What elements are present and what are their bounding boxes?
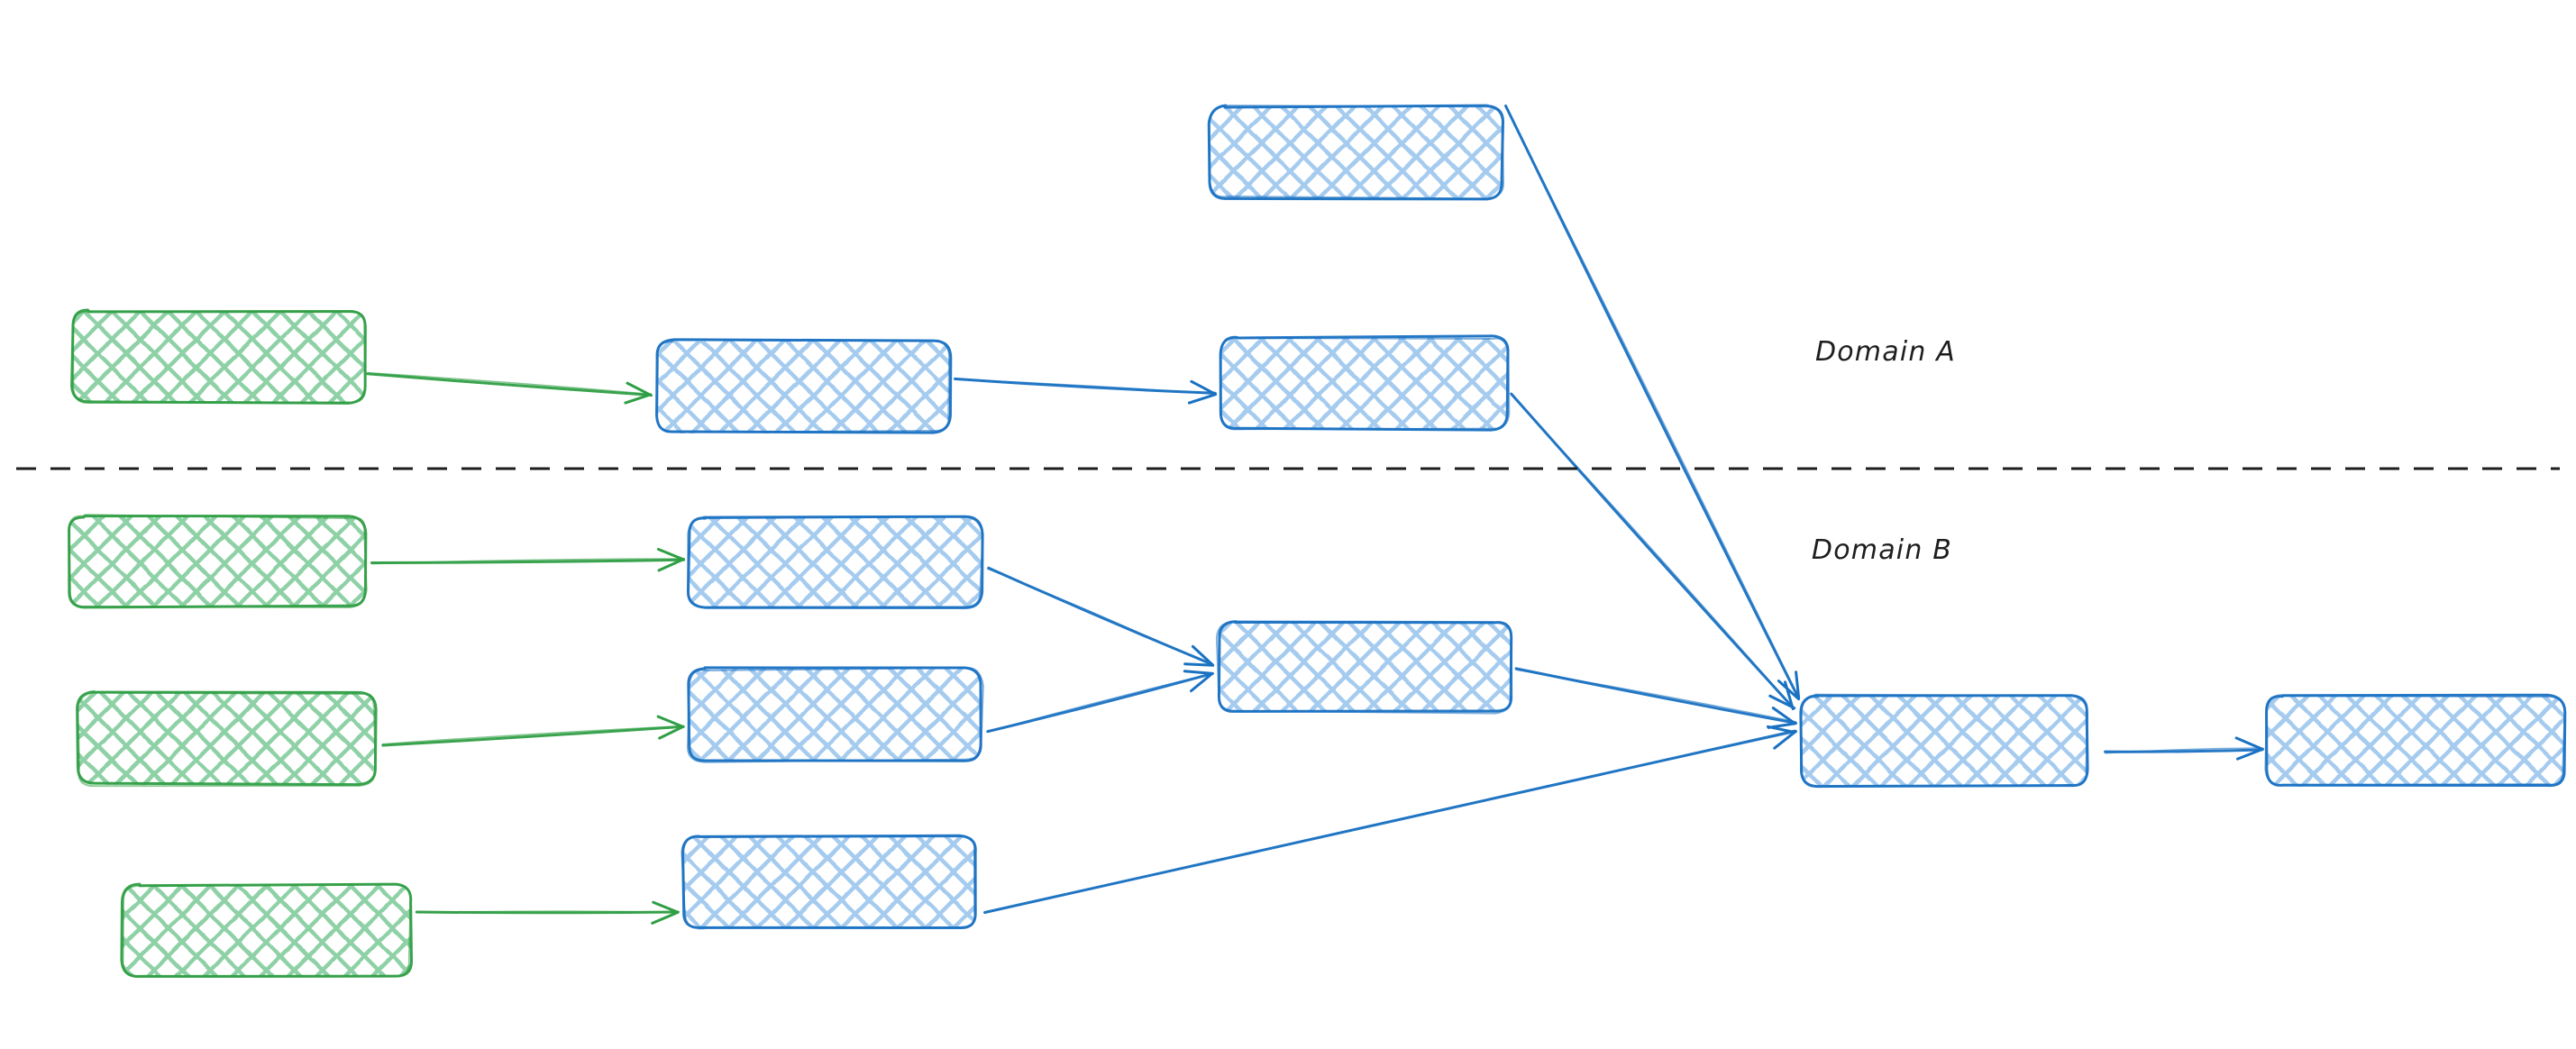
node-fill	[1220, 336, 1509, 430]
node-outline	[2264, 694, 2566, 787]
node-outline	[687, 515, 984, 608]
node-outline	[1800, 693, 2089, 788]
domain-label-domain-a: Domain A	[1815, 336, 1956, 368]
node-fill	[688, 517, 982, 608]
diagram-edge[interactable]	[366, 371, 653, 405]
diagram-node[interactable]	[68, 514, 368, 609]
edge-arrowhead	[1795, 670, 1801, 700]
edge-arrowhead	[658, 725, 685, 740]
node-fill	[1219, 621, 1512, 713]
diagram-node[interactable]	[1215, 620, 1513, 715]
edge-line	[366, 372, 653, 397]
edge-arrowhead	[626, 381, 653, 397]
node-fill	[69, 515, 367, 607]
node-outline	[77, 691, 377, 788]
node-fill	[122, 884, 411, 977]
node-fill	[77, 691, 376, 785]
diagram-node[interactable]	[687, 666, 984, 763]
edge-arrowhead	[657, 558, 685, 572]
node-fill	[1800, 695, 2088, 787]
node-outline	[1219, 337, 1511, 431]
edge-line	[984, 731, 1797, 914]
diagram-node[interactable]	[70, 308, 368, 405]
edge-line	[954, 379, 1216, 396]
node-fill	[683, 835, 977, 929]
edge-line	[986, 672, 1212, 734]
domain-label-domain-b: Domain B	[1812, 534, 1952, 566]
edge-arrowhead	[1768, 694, 1796, 710]
edge-arrowhead	[1187, 393, 1217, 405]
node-outline	[681, 835, 976, 929]
edge-arrowhead	[1784, 680, 1795, 711]
edge-arrowhead	[656, 547, 685, 561]
diagram-edge[interactable]	[983, 725, 1797, 914]
edge-arrowhead	[1771, 707, 1796, 725]
edge-arrowhead	[1191, 644, 1214, 667]
node-fill	[688, 668, 982, 762]
diagram-edge[interactable]	[1510, 392, 1796, 711]
edge-arrowhead	[1183, 662, 1215, 667]
edge-arrowhead	[1773, 729, 1797, 750]
edge-line	[381, 725, 685, 747]
node-outline	[76, 690, 378, 787]
diagram-edge[interactable]	[415, 900, 680, 925]
diagram-edge[interactable]	[1514, 667, 1798, 729]
edge-arrowhead	[2236, 747, 2264, 761]
edge-arrowhead	[1190, 672, 1213, 693]
edge-arrowhead	[2234, 736, 2264, 751]
edge-line	[1510, 394, 1795, 710]
edge-arrowhead	[656, 715, 685, 729]
edge-arrowhead	[624, 393, 653, 405]
edge-arrowhead	[651, 911, 679, 925]
edge-arrowhead	[1190, 379, 1218, 396]
node-fill	[656, 340, 951, 433]
node-fill	[71, 310, 365, 404]
node-fill	[2266, 695, 2565, 786]
node-outline	[68, 514, 368, 608]
edge-line	[986, 568, 1214, 667]
diagram-edge[interactable]	[2104, 736, 2264, 761]
edge-line	[1515, 669, 1796, 723]
edge-arrowhead	[1183, 670, 1214, 675]
edge-line	[2105, 747, 2262, 754]
label-layer: Domain A Domain B	[1812, 336, 1956, 566]
edge-line	[370, 558, 685, 565]
diagram-node[interactable]	[1207, 104, 1505, 201]
node-outline	[656, 339, 950, 433]
node-outline	[687, 667, 984, 763]
edge-line	[381, 725, 684, 745]
diagram-node[interactable]	[687, 515, 984, 609]
diagram-edge[interactable]	[986, 566, 1215, 667]
edge-arrowhead	[1766, 725, 1796, 734]
node-fill	[1209, 105, 1503, 199]
diagram-edge[interactable]	[1504, 104, 1801, 701]
edge-line	[1504, 105, 1800, 699]
diagram-node[interactable]	[2264, 693, 2567, 788]
edge-layer	[366, 104, 2264, 925]
edge-line	[367, 371, 653, 396]
edge-arrowhead	[652, 900, 680, 914]
diagram-edge[interactable]	[370, 547, 686, 572]
node-outline	[1215, 620, 1513, 715]
diagram-node[interactable]	[681, 834, 977, 929]
diagram-edge[interactable]	[986, 670, 1214, 734]
node-layer	[68, 104, 2567, 979]
node-outline	[71, 310, 368, 405]
edge-line	[416, 910, 679, 914]
node-outline	[122, 883, 412, 979]
diagram-node[interactable]	[1219, 334, 1511, 432]
diagram-node[interactable]	[1799, 693, 2089, 789]
diagram-node[interactable]	[120, 882, 414, 979]
diagram-edge[interactable]	[381, 715, 685, 747]
diagram-node[interactable]	[655, 338, 953, 434]
node-outline	[1208, 105, 1504, 200]
diagram-edge[interactable]	[954, 377, 1218, 405]
diagram-node[interactable]	[76, 690, 378, 788]
